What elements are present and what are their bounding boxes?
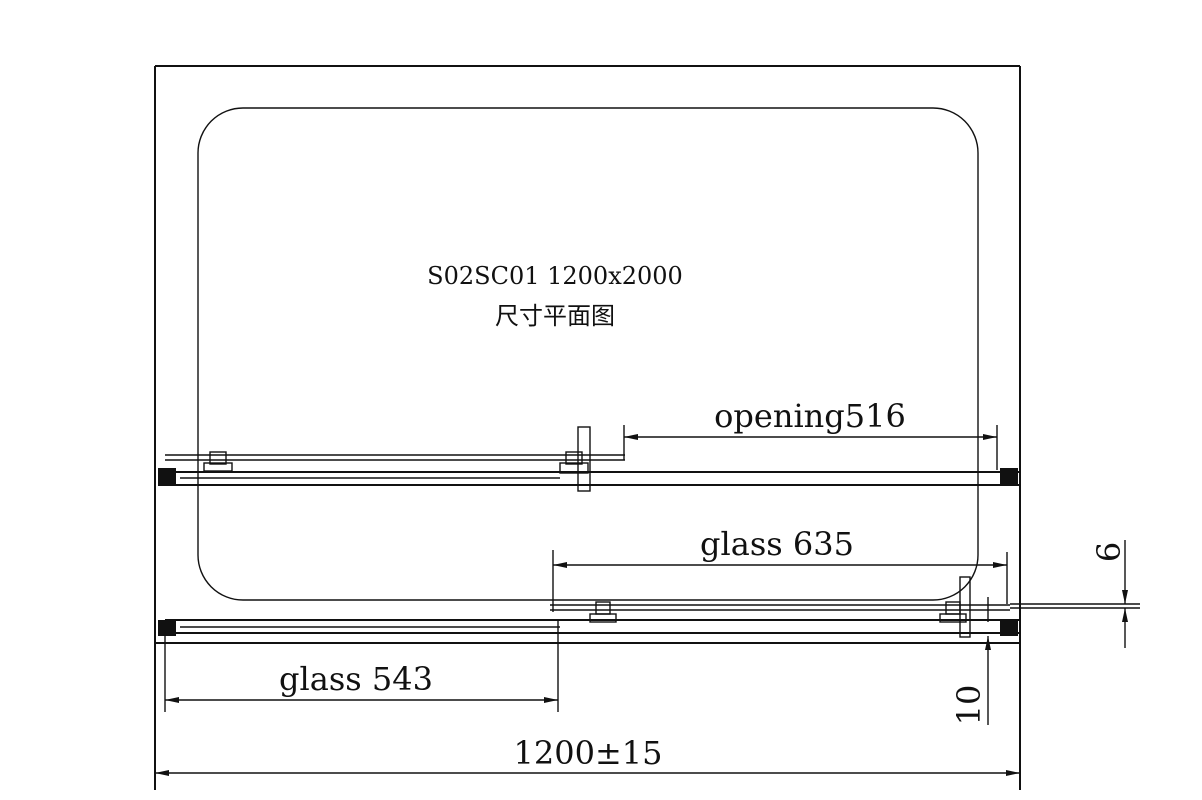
model-label: S02SC01 1200x2000 [427, 262, 683, 290]
gap-10-dimension: 10 [950, 597, 991, 726]
glass-635-label: glass 635 [700, 525, 854, 563]
lower-rail [155, 576, 1020, 644]
glass-543-label: glass 543 [279, 660, 433, 698]
roller-icon [559, 451, 589, 474]
glass-635-dimension: glass 635 [552, 525, 1008, 612]
glass-543-dimension: glass 543 [164, 620, 559, 712]
opening-label: opening516 [714, 397, 906, 435]
roller-icon [589, 601, 617, 623]
roller-icon [939, 601, 967, 623]
shower-tray-outline [197, 107, 979, 601]
overall-width-dimension: 1200±15 [155, 734, 1020, 776]
upper-rail [158, 426, 1020, 492]
roller-icon [203, 451, 233, 472]
gap-10-label: 10 [950, 685, 988, 726]
drawing-subtitle: 尺寸平面图 [495, 302, 615, 330]
gap-6-dimension: 6 [1010, 540, 1140, 648]
opening-dimension: opening516 [623, 397, 998, 470]
wall-frame [154, 65, 1021, 790]
gap-6-label: 6 [1090, 542, 1128, 562]
overall-width-label: 1200±15 [514, 734, 663, 772]
